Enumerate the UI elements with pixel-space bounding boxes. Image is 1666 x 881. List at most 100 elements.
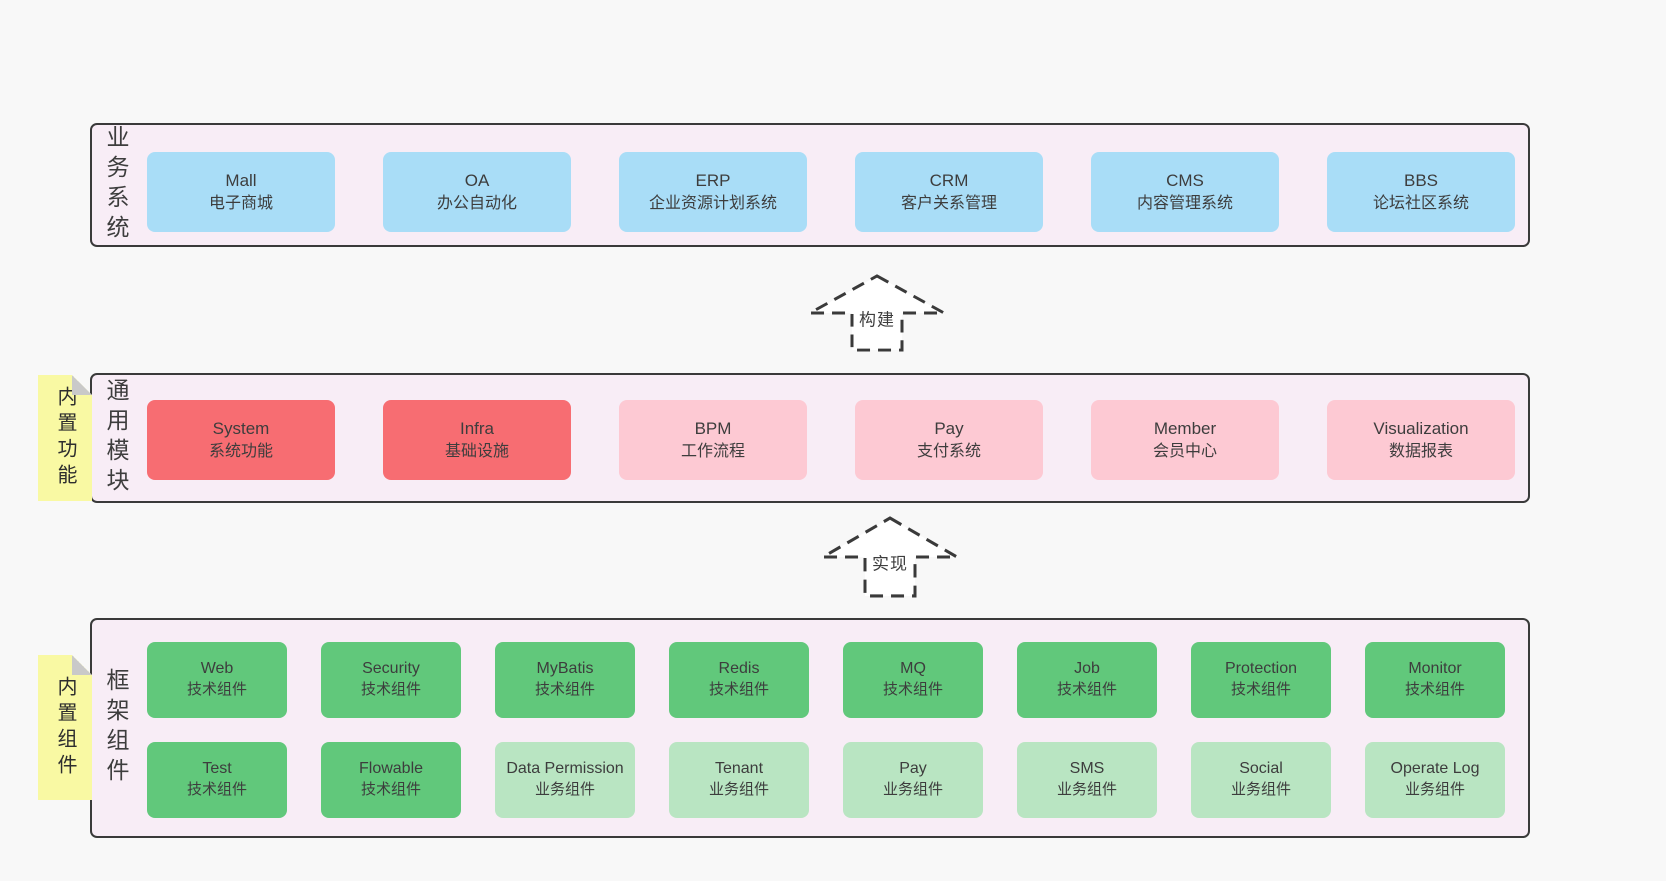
box-subtitle: 业务组件 — [1056, 781, 1117, 799]
box-member: Member 会员中心 — [1091, 400, 1279, 480]
box-tenant: Tenant 业务组件 — [669, 742, 809, 818]
box-title: Social — [1239, 760, 1283, 778]
business-boxes: Mall 电子商城 OA 办公自动化 ERP 企业资源计划系统 CRM 客户关系… — [147, 152, 1515, 232]
box-mybatis: MyBatis 技术组件 — [495, 642, 635, 718]
box-oa: OA 办公自动化 — [383, 152, 571, 232]
band-common-modules: 通用模块 System 系统功能 Infra 基础设施 BPM 工作流程 Pay… — [90, 373, 1530, 503]
box-title: System — [212, 418, 270, 438]
arrow-build: 构建 — [807, 274, 947, 352]
box-subtitle: 电子商城 — [208, 194, 273, 212]
box-subtitle: 论坛社区系统 — [1372, 194, 1469, 212]
box-title: Pay — [899, 760, 927, 778]
arrow-build-label: 构建 — [859, 310, 895, 330]
arrow-implement-label: 实现 — [872, 554, 908, 574]
box-title: MQ — [900, 660, 926, 678]
box-operate-log: Operate Log 业务组件 — [1365, 742, 1505, 818]
box-web: Web 技术组件 — [147, 642, 287, 718]
box-pay-component: Pay 业务组件 — [843, 742, 983, 818]
box-subtitle: 业务组件 — [534, 781, 595, 799]
box-subtitle: 技术组件 — [882, 681, 943, 699]
box-subtitle: 技术组件 — [360, 681, 421, 699]
box-subtitle: 技术组件 — [186, 681, 247, 699]
sticky-note-label: 内置功能 — [54, 386, 76, 490]
box-subtitle: 业务组件 — [1230, 781, 1291, 799]
box-data-permission: Data Permission 业务组件 — [495, 742, 635, 818]
box-subtitle: 客户关系管理 — [900, 194, 997, 212]
box-title: MyBatis — [536, 660, 594, 678]
box-title: Data Permission — [506, 760, 624, 778]
framework-boxes-row1: Web 技术组件 Security 技术组件 MyBatis 技术组件 Redi… — [147, 642, 1505, 718]
box-subtitle: 技术组件 — [186, 781, 247, 799]
band-label-framework: 框架组件 — [103, 668, 129, 788]
box-title: Visualization — [1373, 418, 1469, 438]
band-business-systems: 业务系统 Mall 电子商城 OA 办公自动化 ERP 企业资源计划系统 CRM… — [90, 123, 1530, 247]
sticky-note-built-in-components: 内置组件 — [38, 655, 92, 800]
box-subtitle: 业务组件 — [708, 781, 769, 799]
box-subtitle: 办公自动化 — [436, 194, 517, 212]
box-mall: Mall 电子商城 — [147, 152, 335, 232]
box-subtitle: 业务组件 — [1404, 781, 1465, 799]
box-erp: ERP 企业资源计划系统 — [619, 152, 807, 232]
box-title: Flowable — [358, 760, 424, 778]
box-security: Security 技术组件 — [321, 642, 461, 718]
up-arrow-icon — [807, 274, 947, 352]
box-subtitle: 数据报表 — [1388, 442, 1453, 460]
box-pay: Pay 支付系统 — [855, 400, 1043, 480]
box-title: Operate Log — [1390, 760, 1480, 778]
box-title: Security — [362, 660, 420, 678]
band-framework-components: 框架组件 Web 技术组件 Security 技术组件 MyBatis 技术组件… — [90, 618, 1530, 838]
box-title: Test — [202, 760, 232, 778]
box-title: Protection — [1224, 660, 1298, 678]
box-bbs: BBS 论坛社区系统 — [1327, 152, 1515, 232]
box-title: Redis — [718, 660, 760, 678]
box-title: CMS — [1166, 170, 1204, 190]
box-title: Infra — [459, 418, 495, 438]
box-redis: Redis 技术组件 — [669, 642, 809, 718]
box-mq: MQ 技术组件 — [843, 642, 983, 718]
box-flowable: Flowable 技术组件 — [321, 742, 461, 818]
box-title: Mall — [225, 170, 257, 190]
box-cms: CMS 内容管理系统 — [1091, 152, 1279, 232]
sticky-note-built-in-features: 内置功能 — [38, 375, 92, 501]
box-subtitle: 技术组件 — [1404, 681, 1465, 699]
box-subtitle: 系统功能 — [208, 442, 273, 460]
box-title: OA — [464, 170, 490, 190]
box-bpm: BPM 工作流程 — [619, 400, 807, 480]
box-job: Job 技术组件 — [1017, 642, 1157, 718]
box-sms: SMS 业务组件 — [1017, 742, 1157, 818]
box-title: Job — [1074, 660, 1100, 678]
box-subtitle: 工作流程 — [680, 442, 745, 460]
box-title: Web — [200, 660, 234, 678]
module-boxes: System 系统功能 Infra 基础设施 BPM 工作流程 Pay 支付系统… — [147, 400, 1515, 480]
box-subtitle: 技术组件 — [1230, 681, 1291, 699]
box-title: Tenant — [714, 760, 764, 778]
box-social: Social 业务组件 — [1191, 742, 1331, 818]
up-arrow-icon — [820, 516, 960, 598]
box-protection: Protection 技术组件 — [1191, 642, 1331, 718]
box-title: Member — [1153, 418, 1217, 438]
box-title: ERP — [695, 170, 731, 190]
box-infra: Infra 基础设施 — [383, 400, 571, 480]
box-subtitle: 技术组件 — [708, 681, 769, 699]
box-system: System 系统功能 — [147, 400, 335, 480]
box-subtitle: 基础设施 — [444, 442, 509, 460]
framework-boxes-row2: Test 技术组件 Flowable 技术组件 Data Permission … — [147, 742, 1505, 818]
box-title: BPM — [694, 418, 732, 438]
box-subtitle: 企业资源计划系统 — [648, 194, 777, 212]
box-subtitle: 支付系统 — [916, 442, 981, 460]
box-visualization: Visualization 数据报表 — [1327, 400, 1515, 480]
box-crm: CRM 客户关系管理 — [855, 152, 1043, 232]
box-subtitle: 会员中心 — [1152, 442, 1217, 460]
box-title: Monitor — [1408, 660, 1462, 678]
box-title: BBS — [1403, 170, 1439, 190]
box-subtitle: 业务组件 — [882, 781, 943, 799]
sticky-note-label: 内置组件 — [54, 675, 76, 780]
box-test: Test 技术组件 — [147, 742, 287, 818]
box-title: Pay — [934, 418, 964, 438]
box-subtitle: 技术组件 — [360, 781, 421, 799]
band-label-business: 业务系统 — [103, 125, 129, 245]
arrow-implement: 实现 — [820, 516, 960, 598]
box-subtitle: 技术组件 — [1056, 681, 1117, 699]
box-monitor: Monitor 技术组件 — [1365, 642, 1505, 718]
